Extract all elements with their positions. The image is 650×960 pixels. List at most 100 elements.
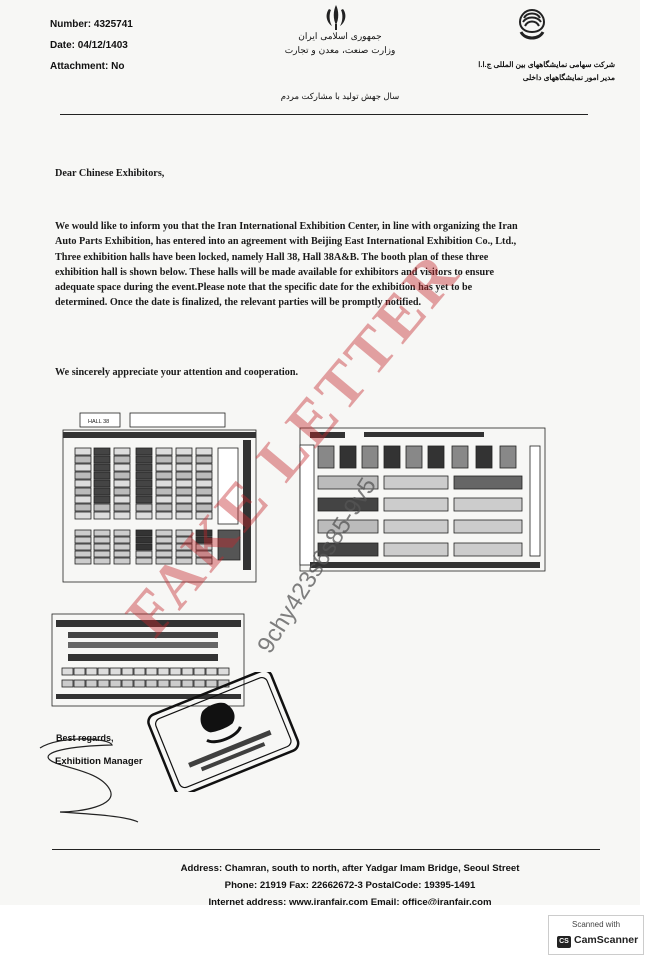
- plan-c-booth: [73, 679, 86, 688]
- plan-b-booth-row: [317, 475, 379, 490]
- plan-a-booth: [135, 447, 153, 456]
- hall-plan-a: [62, 412, 257, 583]
- plan-c-booth: [121, 667, 134, 676]
- plan-a-booth: [155, 455, 173, 464]
- plan-c-outline: [51, 613, 245, 707]
- iranfair-logo-icon: [518, 8, 546, 40]
- plan-b-booth: [405, 445, 423, 469]
- plan-a-booth: [113, 463, 131, 472]
- plan-a-booth: [93, 487, 111, 496]
- plan-b-booth-row: [317, 497, 379, 512]
- salutation: Dear Chinese Exhibitors,: [55, 168, 165, 179]
- plan-a-booth: [195, 447, 213, 456]
- booth-plans: HALL 38: [51, 412, 546, 707]
- plan-a-booth: [93, 557, 111, 565]
- plan-b-booth-row: [383, 542, 449, 557]
- plan-a-booth: [93, 536, 111, 544]
- plan-b-left-column: [299, 444, 315, 566]
- plan-b-booth-row: [453, 475, 523, 490]
- plan-a-booth: [74, 543, 92, 551]
- plan-c-booth: [61, 679, 74, 688]
- plan-a-booth: [175, 557, 193, 565]
- plan-a-booth: [74, 557, 92, 565]
- plan-a-booth: [135, 557, 153, 565]
- plan-a-booth: [175, 455, 193, 464]
- plan-a-booth: [175, 529, 193, 537]
- plan-a-booth: [195, 487, 213, 496]
- plan-a-booth: [155, 463, 173, 472]
- plan-c-booth: [121, 679, 134, 688]
- plan-a-booth: [175, 479, 193, 488]
- plan-b-booth-row: [317, 542, 379, 557]
- plan-a-booth: [74, 447, 92, 456]
- plan-a-hall-tag: [79, 412, 121, 428]
- plan-a-booth: [155, 536, 173, 544]
- plan-a-booth: [155, 503, 173, 512]
- plan-a-booth: [155, 495, 173, 504]
- year-slogan: سال جهش تولید با مشارکت مردم: [280, 91, 400, 101]
- plan-b-booth-row: [317, 519, 379, 534]
- header-divider: [60, 114, 588, 115]
- plan-a-booth: [74, 536, 92, 544]
- plan-a-booth: [155, 511, 173, 520]
- plan-a-booth: [74, 455, 92, 464]
- camscanner-logo-icon: CS: [557, 936, 571, 948]
- plan-a-booth: [195, 495, 213, 504]
- plan-c-booth: [61, 667, 74, 676]
- plan-b-booth: [361, 445, 379, 469]
- plan-a-booth: [93, 455, 111, 464]
- plan-b-booth-row: [453, 497, 523, 512]
- plan-a-booth: [113, 471, 131, 480]
- plan-c-booth: [205, 667, 218, 676]
- plan-a-booth: [74, 479, 92, 488]
- plan-a-booth: [113, 447, 131, 456]
- plan-c-booth: [73, 667, 86, 676]
- plan-c-booth: [193, 679, 206, 688]
- plan-a-booth: [155, 487, 173, 496]
- plan-a-booth: [155, 550, 173, 558]
- plan-c-top-band: [56, 620, 241, 627]
- scanned-with-label: Scanned with: [571, 920, 621, 929]
- plan-c-booth: [145, 679, 158, 688]
- closing-line: We sincerely appreciate your attention a…: [55, 367, 299, 378]
- plan-c-booth: [217, 667, 230, 676]
- letter-meta: Number: 4325741 Date: 04/12/1403 Attachm…: [50, 14, 133, 77]
- plan-a-booth: [175, 550, 193, 558]
- plan-a-booth: [113, 550, 131, 558]
- plan-c-row: [68, 654, 218, 661]
- plan-b-top-band: [310, 432, 345, 438]
- plan-a-booth: [155, 557, 173, 565]
- ministry-line-1: جمهوری اسلامی ایران: [298, 32, 382, 42]
- plan-a-booth: [195, 503, 213, 512]
- camscanner-name: CamScanner: [574, 934, 639, 946]
- plan-a-booth: [93, 511, 111, 520]
- plan-a-booth: [195, 557, 213, 565]
- plan-a-booth: [113, 503, 131, 512]
- plan-b-bottom-band: [310, 562, 540, 568]
- plan-a-booth: [93, 529, 111, 537]
- company-header: شرکت سهامی نمایشگاههای بین المللی ج.ا.ا …: [470, 58, 615, 84]
- plan-c-booth: [97, 667, 110, 676]
- plan-b-booth: [427, 445, 445, 469]
- letter-body: We would like to inform you that the Ira…: [55, 221, 518, 309]
- plan-c-booth: [169, 667, 182, 676]
- plan-b-booth-row: [453, 542, 523, 557]
- plan-a-booth: [74, 471, 92, 480]
- plan-a-booth: [195, 550, 213, 558]
- plan-a-side-band: [243, 440, 251, 570]
- plan-a-dark-block: [217, 529, 241, 561]
- plan-c-booth: [109, 667, 122, 676]
- plan-a-booth: [195, 471, 213, 480]
- plan-a-booth: [74, 511, 92, 520]
- plan-a-booth: [74, 463, 92, 472]
- plan-a-booth: [195, 479, 213, 488]
- plan-a-booth: [175, 536, 193, 544]
- plan-c-booth: [157, 679, 170, 688]
- plan-a-booth: [155, 479, 173, 488]
- plan-a-booth: [175, 463, 193, 472]
- plan-a-booth: [175, 543, 193, 551]
- regards-line: Best regards,: [56, 733, 114, 743]
- plan-c-booth: [133, 679, 146, 688]
- plan-a-booth: [175, 503, 193, 512]
- plan-a-booth: [135, 471, 153, 480]
